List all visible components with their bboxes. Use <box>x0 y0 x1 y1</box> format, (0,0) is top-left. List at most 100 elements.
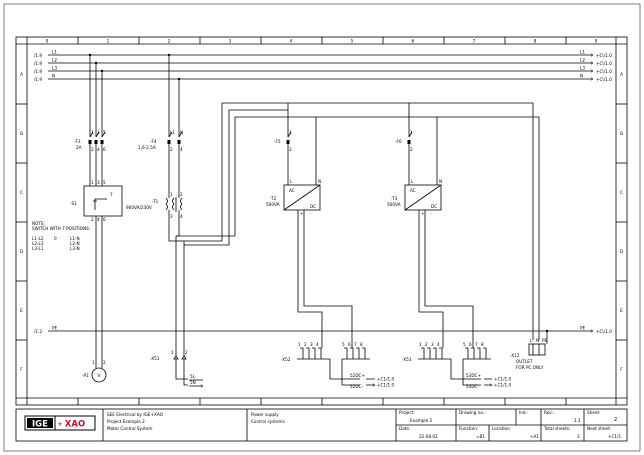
feeder-lines <box>176 102 540 340</box>
row-label: E <box>20 308 23 313</box>
note-cell: 0 <box>54 236 57 241</box>
page-border <box>3 3 641 452</box>
terminal-x51: -X51 1 2 5L 5N <box>150 350 203 386</box>
x51-pin: 1 <box>171 350 174 355</box>
t3-tag: -T3 <box>391 196 398 201</box>
column-label: 2 <box>168 39 171 44</box>
next-sheet-value: +C1/1 <box>608 434 622 439</box>
outlet-x12: -X12 OUTLET FOR PC ONLY L N PE <box>510 331 548 370</box>
row-label: C <box>20 190 23 195</box>
t3-rating: 500VA <box>387 202 401 207</box>
selector-switch-s1: -S1 7 1 3 5 2 4 6 <box>70 180 123 366</box>
note-line: SWITCH WITH 7 POSITIONS: <box>32 226 90 231</box>
t2-rating: 500VA <box>266 202 280 207</box>
x53-pin: 1 <box>419 342 422 347</box>
s1-pin: 4 <box>97 217 100 222</box>
date-label: Date: <box>399 426 410 431</box>
pe-label: PE <box>52 326 58 331</box>
t1-pin: 2 <box>180 192 183 197</box>
bus-ref-right: +C\/1.0 <box>596 77 612 82</box>
column-label: 3 <box>229 39 232 44</box>
total-sheets-value: 3 <box>577 434 580 439</box>
location-value: +A1 <box>530 434 539 439</box>
x52-ref-label: 52DC+ <box>350 373 365 378</box>
x53-pin: 8 <box>481 342 484 347</box>
t1-rating: 900VA/230V <box>126 205 152 210</box>
row-label: E <box>620 308 623 313</box>
x52-pin: 8 <box>360 342 363 347</box>
pe-ref-right: +C\/1.0 <box>596 329 612 334</box>
description-line: Power supply <box>251 412 279 417</box>
f5-pin: 1 <box>289 130 292 135</box>
x53-pin: 2 <box>425 342 428 347</box>
x53-ref: +C1/1.0 <box>494 383 512 388</box>
note-block: NOTE: SWITCH WITH 7 POSITIONS: L1-L2 0 L… <box>32 221 90 251</box>
bus-label: L1 <box>52 50 57 55</box>
bus-ref-right: +C\/1.0 <box>596 53 612 58</box>
f3-pin: 5 <box>103 130 106 135</box>
x52-ref: +C1/1.0 <box>377 377 395 382</box>
note-cell: L3-L1 <box>32 246 44 251</box>
x52-ref: +C1/1.0 <box>377 383 395 388</box>
x53-pin: 5 <box>463 342 466 347</box>
f4-pin: 2 <box>170 147 173 152</box>
s1-marker: 7 <box>110 192 113 197</box>
row-label: D <box>620 249 623 254</box>
pe-ref-left: /1.2 <box>34 329 42 334</box>
f4-pin: 4 <box>180 147 183 152</box>
drawing-no-label: Drawing no.: <box>459 410 486 415</box>
p1-pin: 2 <box>103 360 106 365</box>
x51-tag: -X51 <box>150 356 160 361</box>
t3-pin: + <box>421 211 425 216</box>
bus-label: L3 <box>52 66 57 71</box>
row-label: D <box>20 249 23 254</box>
t2-pin: N <box>318 179 321 184</box>
f3-pin: 1 <box>91 130 94 135</box>
rev-label: Rev.: <box>544 410 554 415</box>
t2-pin: + <box>300 211 304 216</box>
f3-pin: 4 <box>97 147 100 152</box>
f4-pin: L1 <box>170 130 175 135</box>
x53-ref-label: 53DC+ <box>466 373 481 378</box>
f4-rating: 1,6-2,5A <box>138 145 156 150</box>
ind-label: Ind.: <box>519 410 528 415</box>
f3-branch: -F3 2A 1 3 5 2 4 6 <box>74 55 106 186</box>
column-label: 9 <box>595 39 598 44</box>
title-block: IGE XAO + SEE Electrical by IGE+XAO Proj… <box>15 408 628 442</box>
f4-pin: N <box>180 130 183 135</box>
bus-ref-left: /1.9 <box>34 69 42 74</box>
t3-pin: N <box>439 179 442 184</box>
date-value: 22.08.02 <box>419 434 438 439</box>
company-line: Project Example 2 <box>107 419 145 424</box>
x12-pin: PE <box>542 338 548 343</box>
fuse-f5: -F5 1 2 <box>274 130 292 185</box>
x53-ref: +C1/1.0 <box>494 377 512 382</box>
fuse-f6: -F6 1 2 <box>395 130 413 185</box>
note-line: NOTE: <box>32 221 45 226</box>
row-label: A <box>620 72 623 77</box>
note-cell: L3-N <box>70 246 80 251</box>
x12-line: FOR PC ONLY <box>516 365 544 370</box>
company-line: Motor Control System <box>107 426 153 431</box>
pe-label: PE <box>580 326 586 331</box>
column-label: 0 <box>46 39 49 44</box>
x12-line: OUTLET <box>516 359 533 364</box>
power-supply-t3: AC DC -T3 500VA L N + - <box>387 179 474 348</box>
bus-ref-right: +C\/1.0 <box>596 61 612 66</box>
x53-pin: 4 <box>437 342 440 347</box>
s1-pin: 2 <box>91 217 94 222</box>
row-label: B <box>620 131 623 136</box>
logo-text-right: XAO <box>65 420 85 430</box>
note-cell: L2-N <box>70 241 80 246</box>
t3-pin: L <box>411 179 414 184</box>
note-cell: L1-N <box>70 236 80 241</box>
location-label: Location: <box>492 426 511 431</box>
logo-plus: + <box>58 421 63 428</box>
x51-ref-label: 5N <box>190 380 196 385</box>
x52-tag: -X52 <box>281 357 291 362</box>
x52-pin: 6 <box>348 342 351 347</box>
t2-tag: -T2 <box>270 196 277 201</box>
total-sheets-label: Total sheets: <box>543 426 570 431</box>
f4-tag: -F4 <box>150 139 157 144</box>
